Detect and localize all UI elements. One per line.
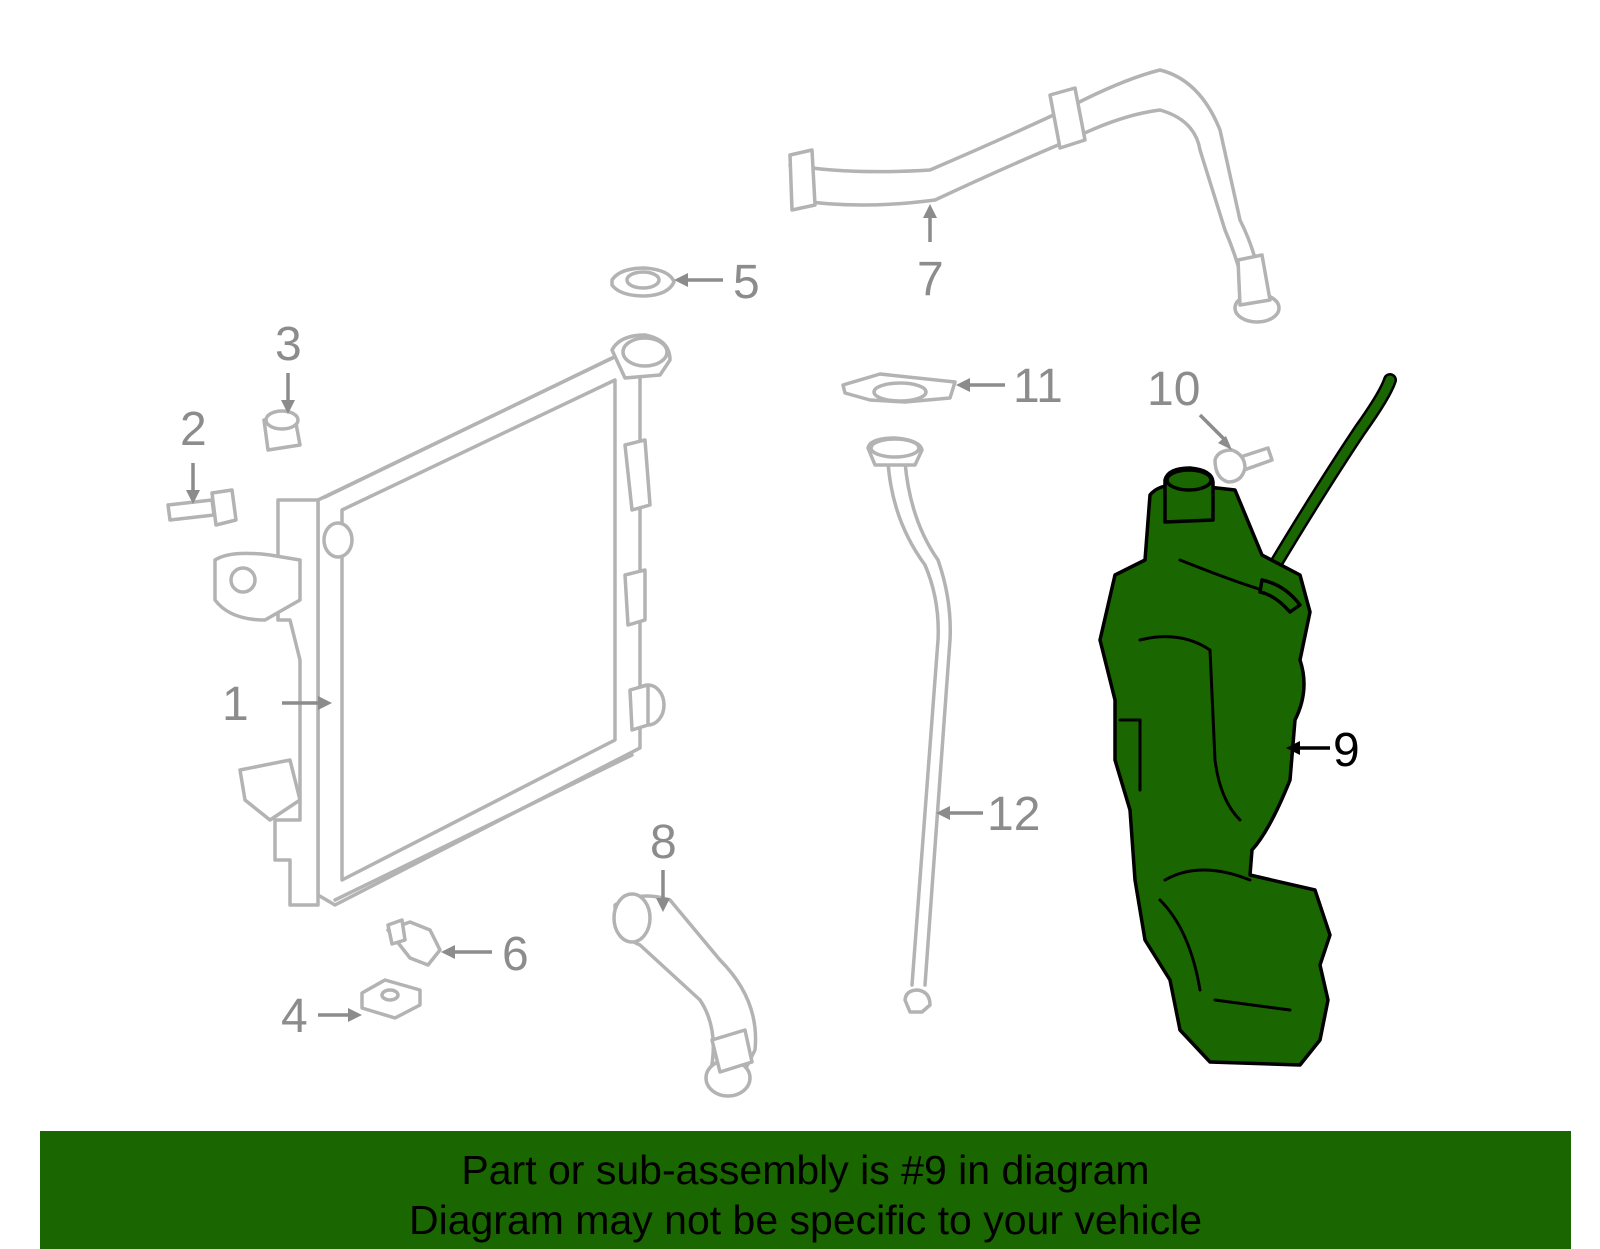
part-1-radiator[interactable]	[213, 333, 672, 907]
banner-line-2: Diagram may not be specific to your vehi…	[408, 1197, 1202, 1243]
info-banner: Part or sub-assembly is #9 in diagram Di…	[40, 1131, 1571, 1249]
callout-label-5: 5	[733, 256, 760, 309]
callout-arrow-12	[936, 806, 983, 820]
callout-label-3: 3	[275, 318, 302, 371]
callout-arrow-7	[923, 204, 937, 242]
part-12-tube[interactable]	[866, 436, 952, 1014]
part-5-cap[interactable]	[610, 266, 676, 298]
banner-line-1: Part or sub-assembly is #9 in diagram	[461, 1147, 1150, 1193]
part-8-lower-hose[interactable]	[612, 892, 758, 1098]
callout-arrow-3	[281, 373, 295, 414]
part-3-isolator[interactable]	[262, 409, 302, 452]
callout-arrow-6	[441, 945, 492, 959]
callout-label-9: 9	[1333, 724, 1360, 777]
callout-arrow-2	[186, 463, 200, 504]
callout-arrow-9	[1286, 741, 1330, 755]
callout-label-11: 11	[1013, 360, 1063, 413]
callout-arrow-5	[674, 273, 723, 287]
part-10-bolt[interactable]	[1213, 446, 1274, 484]
callout-arrow-1	[282, 696, 332, 710]
callout-label-6: 6	[502, 928, 529, 981]
callout-label-12: 12	[987, 788, 1040, 841]
callout-label-8: 8	[650, 816, 677, 869]
callout-arrow-4	[318, 1008, 362, 1022]
callout-label-1: 1	[222, 678, 249, 731]
part-2-bolt[interactable]	[166, 488, 238, 527]
part-7-upper-hose[interactable]	[788, 68, 1281, 324]
callout-label-4: 4	[281, 990, 308, 1043]
part-11-bracket[interactable]	[841, 372, 957, 404]
callout-label-7: 7	[917, 253, 944, 306]
part-6-pushpin[interactable]	[386, 918, 442, 967]
callout-label-2: 2	[180, 403, 207, 456]
callout-arrow-10	[1198, 413, 1232, 450]
callout-label-10: 10	[1147, 363, 1200, 416]
callout-arrow-8	[656, 870, 670, 912]
callout-arrow-11	[956, 378, 1005, 392]
part-4-nut[interactable]	[360, 978, 422, 1020]
part-9-coolant-reservoir[interactable]	[1098, 373, 1397, 1067]
